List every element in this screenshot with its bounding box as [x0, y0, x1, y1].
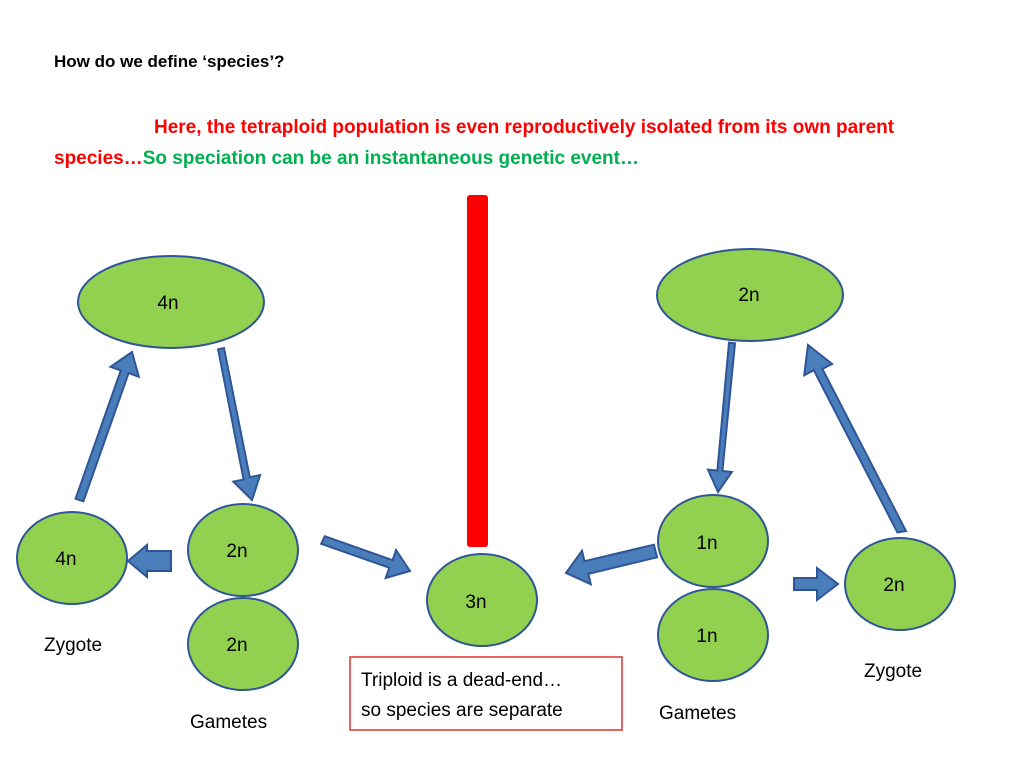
triploid-node: 3n [426, 553, 538, 647]
diploid-gamete-1-node: 1n [657, 494, 769, 588]
subtitle-green-text: So speciation can be an instantaneous ge… [142, 148, 639, 169]
tetraploid-gamete-1-node: 2n [187, 503, 299, 597]
arrow-diploid-zygote-to-diploid [802, 343, 908, 534]
dead-end-note-line-2: so species are separate [361, 700, 563, 721]
left-zygote-caption: Zygote [44, 635, 102, 656]
arrow-tetraploid-to-gametes [216, 346, 262, 502]
dead-end-note-line-1: Triploid is a dead-end… [361, 670, 562, 691]
right-gametes-caption: Gametes [659, 703, 736, 724]
arrow-gametes-to-diploid-zygote [793, 565, 840, 603]
subtitle-red-text: Here, the tetraploid population is even … [54, 117, 895, 169]
arrow-diploid-gamete-to-triploid [564, 543, 659, 586]
arrow-gametes-to-zygote [126, 542, 172, 580]
tetraploid-adult-label: 4n [157, 293, 178, 314]
diploid-gamete-2-node: 1n [657, 588, 769, 682]
tetraploid-adult-node: 4n [77, 255, 265, 349]
arrow-tetraploid-gamete-to-triploid [319, 534, 412, 580]
tetraploid-zygote-node: 4n [16, 511, 128, 605]
right-zygote-caption: Zygote [864, 661, 922, 682]
diploid-zygote-node: 2n [844, 537, 956, 631]
slide-title: How do we define ‘species’? [54, 52, 285, 71]
arrow-zygote-to-tetraploid [74, 350, 141, 503]
tetraploid-zygote-label: 4n [55, 549, 76, 570]
diploid-gamete-1-label: 1n [696, 533, 717, 554]
arrow-diploid-to-gametes [706, 341, 737, 495]
left-gametes-caption: Gametes [190, 712, 267, 733]
triploid-label: 3n [465, 592, 486, 613]
diploid-zygote-label: 2n [883, 575, 904, 596]
dead-end-note: Triploid is a dead-end… so species are s… [349, 656, 623, 731]
tetraploid-gamete-1-label: 2n [226, 541, 247, 562]
diploid-adult-node: 2n [656, 248, 844, 342]
tetraploid-gamete-2-label: 2n [226, 635, 247, 656]
diploid-adult-label: 2n [738, 285, 759, 306]
diploid-gamete-2-label: 1n [696, 626, 717, 647]
reproductive-barrier [467, 195, 488, 547]
tetraploid-gamete-2-node: 2n [187, 597, 299, 691]
slide-subtitle: Here, the tetraploid population is even … [54, 112, 954, 174]
